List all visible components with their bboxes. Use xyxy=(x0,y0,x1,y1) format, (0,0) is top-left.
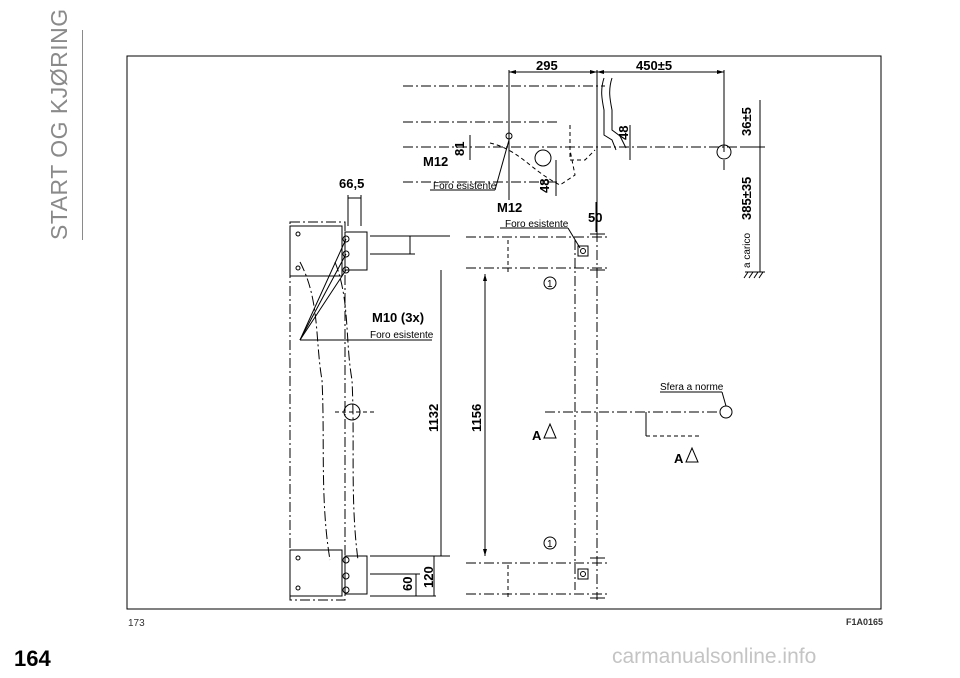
label-foro-esistente-top: Foro esistente xyxy=(433,181,497,192)
dim-36: 36±5 xyxy=(739,107,754,136)
watermark: carmanualsonline.info xyxy=(612,645,817,668)
figure-code: F1A0165 xyxy=(846,617,884,627)
callout-1-bottom: 1 xyxy=(547,539,553,550)
dim-50: 50 xyxy=(588,210,602,225)
figure-number: 173 xyxy=(128,618,145,629)
label-a-carico: a carico xyxy=(742,233,753,268)
callout-1-top: 1 xyxy=(547,279,553,290)
side-view-detail xyxy=(403,70,765,279)
crossmember-plan-view xyxy=(289,195,450,601)
dim-1156: 1156 xyxy=(469,404,484,432)
dim-66-5: 66,5 xyxy=(339,176,364,191)
dim-385: 385±35 xyxy=(739,177,754,220)
label-section-a-right: A xyxy=(674,451,684,466)
label-m12-mid: M12 xyxy=(497,200,522,215)
drawing-frame xyxy=(126,55,882,610)
section-title-rule xyxy=(82,30,83,240)
label-sfera-a-norme: Sfera a norme xyxy=(660,382,724,393)
dim-1132: 1132 xyxy=(426,404,441,432)
label-foro-esistente-left: Foro esistente xyxy=(370,330,434,341)
chassis-rail-plan-view xyxy=(430,139,733,600)
dim-48-right: 48 xyxy=(616,126,631,140)
dim-81: 81 xyxy=(452,142,467,156)
dim-120: 120 xyxy=(421,566,436,588)
dim-48-lower: 48 xyxy=(537,179,552,193)
label-foro-esistente-mid: Foro esistente xyxy=(505,219,569,230)
label-section-a-left: A xyxy=(532,428,542,443)
dim-60: 60 xyxy=(400,577,415,591)
label-m10: M10 (3x) xyxy=(372,310,424,325)
dim-450: 450±5 xyxy=(636,58,672,73)
label-m12-top: M12 xyxy=(423,154,448,169)
page-number: 164 xyxy=(14,646,51,671)
dim-295: 295 xyxy=(536,58,558,73)
